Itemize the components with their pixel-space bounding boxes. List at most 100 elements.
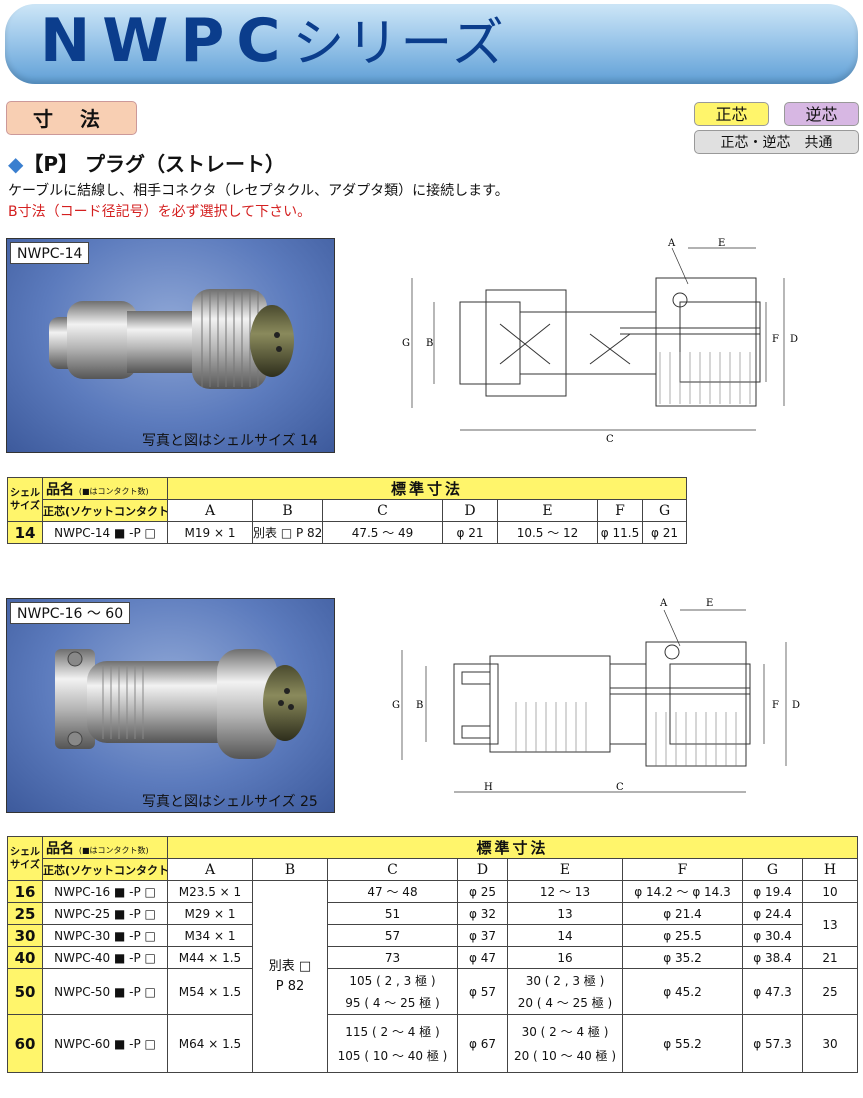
- dim-label-b: B: [416, 700, 423, 711]
- col-d: D: [442, 499, 498, 522]
- product-photo-14: [6, 238, 335, 453]
- col-c: C: [322, 499, 443, 522]
- tag-seishin: 正芯: [694, 102, 769, 126]
- value-f: φ 11.5: [597, 521, 643, 544]
- value-g: φ 47.3: [742, 968, 803, 1015]
- value-h-merged: 13: [801, 902, 859, 947]
- diamond-icon: ◆: [8, 152, 24, 176]
- value-e: 13: [507, 902, 623, 925]
- shell-size: 60: [7, 1014, 43, 1073]
- product-heading: ◆【P】 プラグ（ストレート）: [8, 152, 286, 176]
- col-a: A: [167, 858, 253, 881]
- product-photo-25: [6, 598, 335, 813]
- value-f: φ 45.2: [622, 968, 743, 1015]
- dim-label-h: H: [484, 782, 493, 793]
- col-f: F: [622, 858, 743, 881]
- section-label: 寸 法: [6, 101, 137, 135]
- std-dimensions-header: 標準寸法: [166, 477, 688, 500]
- table-row: 50 NWPC-50 ■ -P □ M54 × 1.5 105 ( 2 , 3 …: [7, 968, 859, 1015]
- connector-illustration: [55, 649, 307, 759]
- value-e: 16: [507, 946, 623, 969]
- value-g: φ 30.4: [742, 924, 803, 947]
- col-h: H: [801, 858, 859, 881]
- value-a: M34 × 1: [167, 924, 253, 947]
- dim-label-d: D: [792, 700, 800, 711]
- value-g: φ 21: [641, 521, 688, 544]
- value-c: 47 ～ 48: [327, 880, 458, 903]
- dim-label-g: G: [392, 700, 400, 711]
- title-banner: [5, 4, 858, 84]
- col-e: E: [507, 858, 623, 881]
- col-b: B: [252, 858, 328, 881]
- value-h: 25: [801, 968, 859, 1015]
- value-a: M29 × 1: [167, 902, 253, 925]
- value-e: 14: [507, 924, 623, 947]
- value-d: φ 47: [457, 946, 508, 969]
- page-title: NWPCシリーズ: [40, 6, 506, 76]
- dim-label-g: G: [402, 338, 410, 349]
- value-d: φ 21: [442, 521, 498, 544]
- table-row: 40 NWPC-40 ■ -P □ M44 × 1.5 73 φ 47 16 φ…: [7, 946, 859, 969]
- value-h: 21: [801, 946, 859, 969]
- value-e: 12 ～ 13: [507, 880, 623, 903]
- shell-size-header: シェルサイズ: [7, 836, 43, 881]
- col-c: C: [327, 858, 458, 881]
- tag-gyakushin: 逆芯: [784, 102, 859, 126]
- value-c: 73: [327, 946, 458, 969]
- col-g: G: [641, 499, 688, 522]
- product-name: NWPC-50 ■ -P □: [42, 968, 168, 1015]
- hinmei-header: 品名 (■はコンタクト数): [42, 836, 168, 859]
- table-row: 16 NWPC-16 ■ -P □ M23.5 × 1 別表 □P 82 47 …: [7, 880, 859, 1073]
- value-g: φ 24.4: [742, 902, 803, 925]
- product-name: NWPC-40 ■ -P □: [42, 946, 168, 969]
- value-c: 51: [327, 902, 458, 925]
- shell-size: 40: [7, 946, 43, 969]
- shell-size: 25: [7, 902, 43, 925]
- value-h: 10: [801, 880, 859, 903]
- product-name: NWPC-30 ■ -P □: [42, 924, 168, 947]
- photo-caption: 写真と図はシェルサイズ 14: [142, 433, 318, 449]
- contact-type-header: 正芯(ソケットコンタクト): [42, 499, 168, 522]
- hinmei-header: 品名 (■はコンタクト数): [42, 477, 168, 500]
- dim-label-e: E: [718, 238, 725, 249]
- dimension-drawing-25: G B H C A E F D: [392, 598, 800, 793]
- value-f: φ 21.4: [622, 902, 743, 925]
- contact-type-header: 正芯(ソケットコンタクト): [42, 858, 168, 881]
- value-f: φ 14.2 ～ φ 14.3: [622, 880, 743, 903]
- shell-size: 50: [7, 968, 43, 1015]
- value-c: 105 ( 2 , 3 極 )95 ( 4 ～ 25 極 ): [327, 968, 458, 1015]
- value-c: 57: [327, 924, 458, 947]
- value-b-merged: 別表 □P 82: [252, 880, 328, 1073]
- shell-size-header: シェルサイズ: [7, 477, 43, 522]
- value-c: 47.5 ～ 49: [322, 521, 443, 544]
- value-a: M23.5 × 1: [167, 880, 253, 903]
- dim-label-d: D: [790, 334, 798, 345]
- dim-label-a: A: [667, 238, 676, 249]
- table-row: 30 NWPC-30 ■ -P □ M34 × 1 57 φ 37 14 φ 2…: [7, 924, 858, 947]
- value-d: φ 32: [457, 902, 508, 925]
- product-name: NWPC-60 ■ -P □: [42, 1014, 168, 1073]
- photo-label: NWPC-16 ～ 60: [10, 602, 131, 624]
- value-f: φ 55.2: [622, 1014, 743, 1073]
- col-b: B: [252, 499, 323, 522]
- table-row: 25 NWPC-25 ■ -P □ M29 × 1 51 φ 32 13 φ 2…: [7, 902, 859, 947]
- dim-label-c: C: [606, 434, 614, 444]
- product-name: NWPC-14 ■ -P □: [42, 521, 168, 544]
- value-e: 30 ( 2 ～ 4 極 )20 ( 10 ～ 40 極 ): [507, 1014, 623, 1073]
- shell-size: 30: [7, 924, 43, 947]
- value-h: 30: [801, 1014, 859, 1073]
- value-c: 115 ( 2 ～ 4 極 )105 ( 10 ～ 40 極 ): [327, 1014, 458, 1073]
- value-f: φ 25.5: [622, 924, 743, 947]
- value-d: φ 25: [457, 880, 508, 903]
- col-f: F: [597, 499, 643, 522]
- value-g: φ 19.4: [742, 880, 803, 903]
- photo-caption: 写真と図はシェルサイズ 25: [142, 794, 318, 810]
- col-e: E: [497, 499, 598, 522]
- value-d: φ 57: [457, 968, 508, 1015]
- dim-label-c: C: [616, 782, 624, 793]
- dim-label-f: F: [772, 700, 779, 711]
- value-a: M64 × 1.5: [167, 1014, 253, 1073]
- dimension-drawing-14: G B C A E F D: [402, 238, 798, 444]
- connector-illustration: [49, 289, 294, 389]
- spec-table-14: シェルサイズ 品名 (■はコンタクト数) 標準寸法 正芯(ソケットコンタクト) …: [7, 477, 688, 544]
